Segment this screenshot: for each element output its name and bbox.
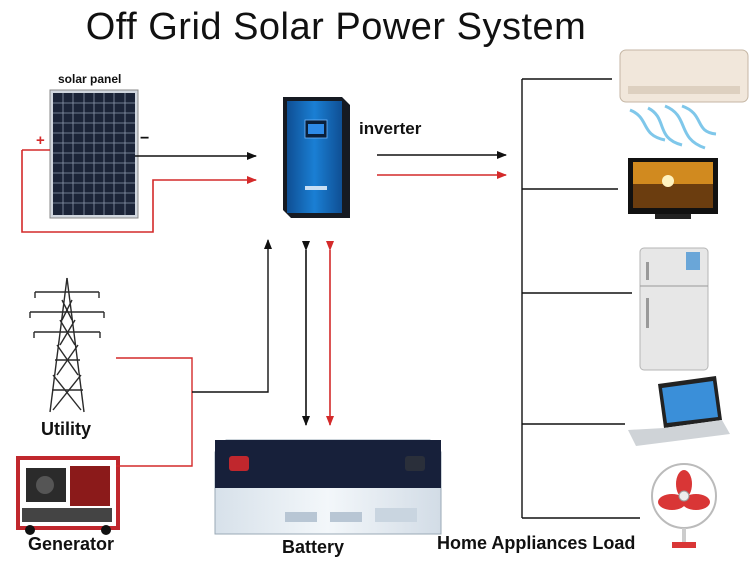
- solar-dc-wires: [21, 149, 257, 233]
- tv-icon: [628, 158, 718, 219]
- inverter-icon: [283, 97, 350, 218]
- generator-icon: [16, 456, 120, 535]
- battery-icon: [214, 439, 442, 535]
- air-conditioner-icon: [619, 49, 749, 150]
- negative-terminal-label: −: [140, 130, 150, 147]
- generator-label: Generator: [28, 534, 115, 554]
- solar-panel-label: solar panel: [58, 72, 122, 86]
- battery-label: Battery: [282, 537, 345, 557]
- utility-tower-icon: [29, 277, 105, 413]
- fan-icon: [651, 463, 717, 548]
- battery-wires: [302, 241, 334, 426]
- inverter-output-wires: [377, 151, 507, 179]
- inverter-label: inverter: [359, 119, 422, 138]
- positive-terminal-label: +: [36, 132, 45, 149]
- home-appliances-load-label: Home Appliances Load: [437, 533, 636, 553]
- solar-panel-icon: [49, 89, 139, 219]
- ac-input-wires: [116, 239, 272, 467]
- utility-label: Utility: [41, 419, 92, 439]
- fridge-icon: [639, 247, 709, 371]
- laptop-icon: [628, 376, 730, 446]
- page-title: Off Grid Solar Power System: [85, 6, 587, 48]
- load-bus: [521, 78, 640, 519]
